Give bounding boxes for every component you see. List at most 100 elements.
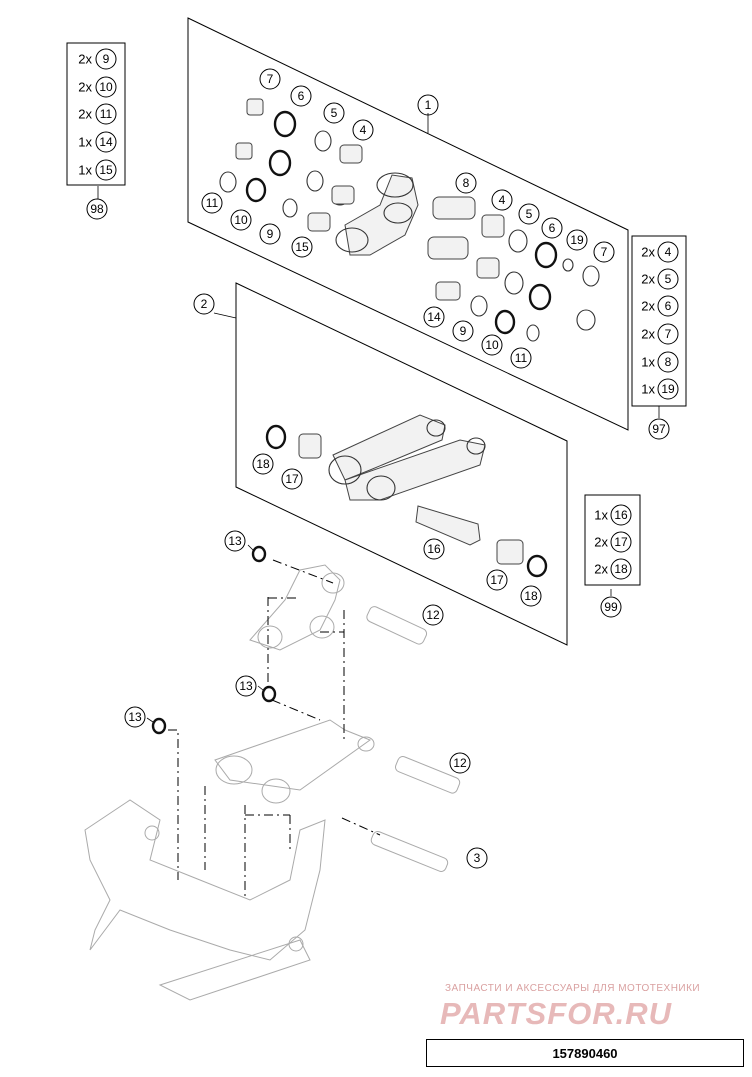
- callout-17a: 17: [281, 468, 303, 490]
- callout-7a: 7: [259, 68, 281, 90]
- svg-text:13: 13: [239, 679, 253, 693]
- callout-18b: 18: [520, 585, 542, 607]
- leader-lines: [97, 113, 660, 723]
- kit-99-box: 1x 16 2x 17 2x 18 99: [584, 494, 641, 618]
- svg-text:1x: 1x: [641, 382, 655, 397]
- kit-2-parts: [265, 414, 548, 578]
- svg-text:2x: 2x: [641, 327, 655, 342]
- callout-10b: 10: [481, 334, 503, 356]
- svg-text:13: 13: [128, 710, 142, 724]
- svg-text:1x: 1x: [78, 163, 92, 178]
- svg-text:2x: 2x: [641, 299, 655, 314]
- svg-text:17: 17: [285, 472, 299, 486]
- callout-7b: 7: [593, 241, 615, 263]
- callout-12b: 12: [449, 752, 471, 774]
- svg-text:14: 14: [427, 310, 441, 324]
- svg-text:15: 15: [295, 240, 309, 254]
- svg-text:11: 11: [515, 351, 528, 365]
- callout-6b: 6: [541, 217, 563, 239]
- watermark-subtitle: ЗАПЧАСТИ И АКСЕССУАРЫ ДЛЯ МОТОТЕХНИКИ: [445, 983, 701, 994]
- svg-text:99: 99: [604, 600, 618, 614]
- callout-17b: 17: [486, 569, 508, 591]
- svg-text:11: 11: [100, 107, 113, 121]
- svg-text:18: 18: [256, 457, 270, 471]
- svg-text:17: 17: [614, 535, 628, 549]
- part-callouts: 1 7 6 5 4 8 4 5 6 19 7 11 10 9 15 14 9 1…: [124, 68, 615, 869]
- callout-10a: 10: [230, 209, 252, 231]
- svg-text:2x: 2x: [594, 562, 608, 577]
- svg-text:12: 12: [426, 608, 440, 622]
- svg-text:4: 4: [360, 123, 367, 137]
- callout-13c: 13: [124, 706, 146, 728]
- svg-text:2x: 2x: [78, 80, 92, 95]
- svg-text:9: 9: [267, 227, 274, 241]
- callout-9b: 9: [452, 320, 474, 342]
- svg-text:7: 7: [601, 245, 608, 259]
- callout-4b: 4: [491, 189, 513, 211]
- callout-5a: 5: [323, 102, 345, 124]
- svg-text:15: 15: [99, 163, 113, 177]
- callout-6a: 6: [290, 85, 312, 107]
- svg-text:2x: 2x: [641, 245, 655, 260]
- svg-text:16: 16: [614, 508, 628, 522]
- svg-text:19: 19: [570, 233, 584, 247]
- svg-text:2x: 2x: [594, 535, 608, 550]
- callout-3: 3: [466, 847, 488, 869]
- callout-12a: 12: [422, 604, 444, 626]
- svg-text:13: 13: [228, 534, 242, 548]
- svg-text:6: 6: [298, 89, 305, 103]
- svg-text:19: 19: [661, 382, 675, 396]
- callout-9a: 9: [259, 223, 281, 245]
- svg-text:8: 8: [463, 176, 470, 190]
- kit-97-box: 2x 4 2x 5 2x 6 2x 7 1x 8 1x 19 97: [631, 235, 687, 440]
- svg-text:1x: 1x: [594, 508, 608, 523]
- svg-text:17: 17: [490, 573, 504, 587]
- callout-16: 16: [423, 538, 445, 560]
- svg-text:9: 9: [103, 52, 110, 66]
- callout-15: 15: [291, 236, 313, 258]
- callout-13a: 13: [224, 530, 246, 552]
- svg-text:7: 7: [665, 327, 672, 341]
- svg-text:7: 7: [267, 72, 274, 86]
- svg-text:2: 2: [201, 297, 208, 311]
- svg-text:9: 9: [460, 324, 467, 338]
- svg-text:10: 10: [234, 213, 248, 227]
- callout-1: 1: [417, 94, 439, 116]
- svg-text:2x: 2x: [78, 52, 92, 67]
- kit-2-panel: [235, 282, 568, 646]
- svg-text:4: 4: [665, 245, 672, 259]
- svg-text:4: 4: [499, 193, 506, 207]
- callout-19: 19: [566, 229, 588, 251]
- document-number: 157890460: [426, 1039, 744, 1067]
- callout-8: 8: [455, 172, 477, 194]
- svg-text:16: 16: [427, 542, 441, 556]
- callout-13b: 13: [235, 675, 257, 697]
- svg-text:97: 97: [652, 422, 666, 436]
- svg-text:5: 5: [331, 106, 338, 120]
- svg-text:2x: 2x: [641, 272, 655, 287]
- callout-18a: 18: [252, 453, 274, 475]
- svg-text:8: 8: [665, 355, 672, 369]
- svg-text:1x: 1x: [641, 355, 655, 370]
- svg-text:18: 18: [524, 589, 538, 603]
- kit-1-parts: [219, 98, 600, 342]
- svg-text:11: 11: [206, 196, 219, 210]
- svg-text:10: 10: [485, 338, 499, 352]
- svg-text:18: 18: [614, 562, 628, 576]
- svg-text:14: 14: [99, 135, 113, 149]
- svg-text:3: 3: [474, 851, 481, 865]
- kit-1-panel: [187, 17, 629, 431]
- callout-5b: 5: [518, 203, 540, 225]
- svg-text:5: 5: [526, 207, 533, 221]
- lower-assembly: [84, 545, 461, 1001]
- callout-14: 14: [423, 306, 445, 328]
- kit-98-box: 2x 9 2x 10 2x 11 1x 14 1x 15 98: [66, 42, 126, 220]
- svg-text:6: 6: [549, 221, 556, 235]
- svg-text:12: 12: [453, 756, 467, 770]
- callout-11b: 11: [510, 347, 532, 369]
- svg-text:6: 6: [665, 299, 672, 313]
- svg-text:1: 1: [425, 98, 432, 112]
- svg-text:1x: 1x: [78, 135, 92, 150]
- svg-text:10: 10: [99, 80, 113, 94]
